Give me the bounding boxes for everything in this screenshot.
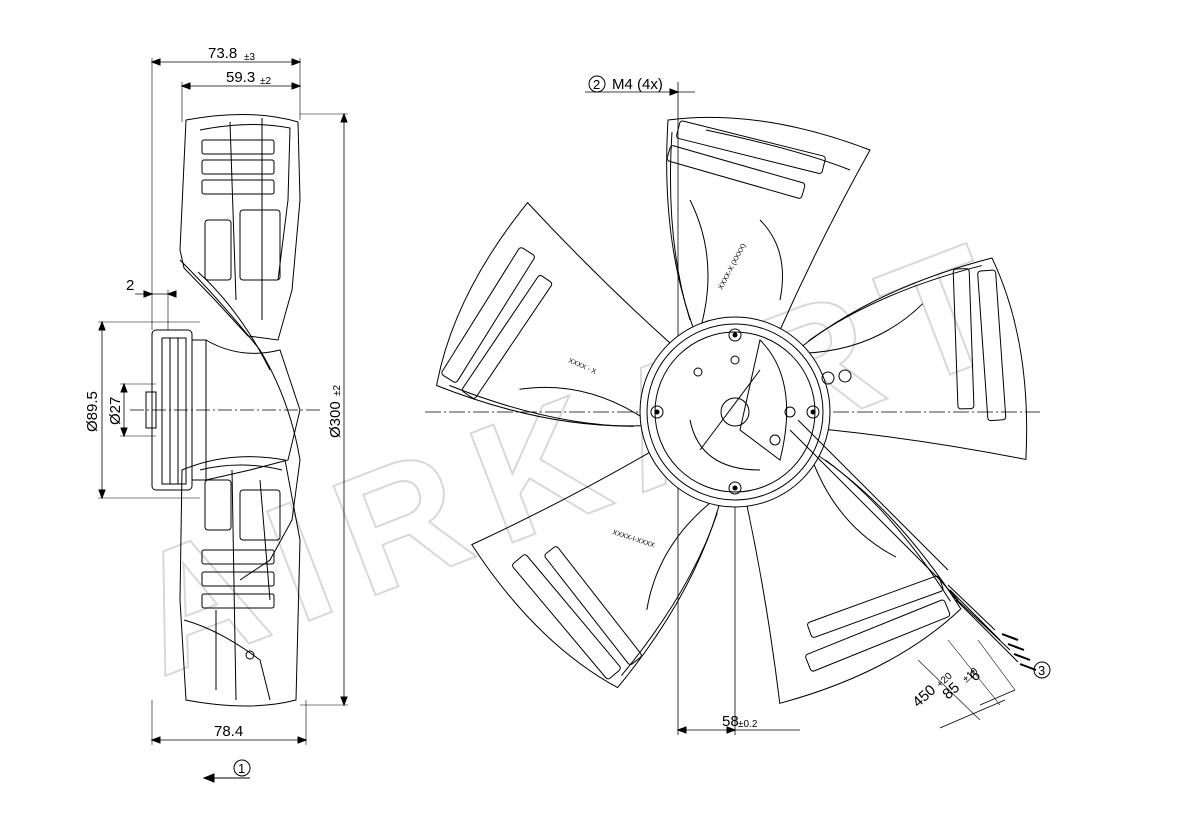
dim-fan-diameter: Ø300 bbox=[327, 401, 344, 438]
dim-width-mid-tol: ±2 bbox=[260, 76, 271, 87]
blade-5 bbox=[436, 201, 672, 427]
airflow-callout-number: 1 bbox=[238, 761, 245, 776]
mounting-holes bbox=[650, 328, 820, 495]
blade-1 bbox=[666, 116, 871, 346]
dim-hub-diameter: Ø89.5 bbox=[84, 391, 101, 432]
blade-3 bbox=[746, 444, 962, 704]
dim-cable-length: 450 bbox=[909, 682, 939, 711]
mount-callout-number: 2 bbox=[593, 77, 600, 92]
dim-width-bottom: 78.4 bbox=[214, 723, 243, 740]
dim-width-mid: 59.3 bbox=[226, 69, 255, 86]
dim-shaft-diameter: Ø27 bbox=[107, 397, 124, 425]
mount-callout-label: M4 (4x) bbox=[612, 76, 663, 93]
lower-blade-outline bbox=[179, 456, 301, 707]
dim-fan-diameter-tol: ±2 bbox=[332, 385, 343, 396]
blade-4 bbox=[471, 451, 725, 689]
side-view-labels: 73.8 ±3 59.3 ±2 2 Ø89.5 Ø27 Ø300 ±2 78.4… bbox=[84, 45, 344, 776]
blade-mark-3: XXXX-X (XXXX) bbox=[718, 243, 748, 291]
dim-hole-spacing-tol: ±0.2 bbox=[738, 719, 758, 730]
blade-2 bbox=[787, 257, 1028, 461]
upper-blade-outline bbox=[179, 113, 301, 341]
cable bbox=[789, 419, 959, 601]
dim-hole-spacing: 58 bbox=[722, 713, 739, 730]
front-view bbox=[425, 75, 1051, 735]
watermark: AIRKART bbox=[106, 199, 1047, 713]
dim-offset: 2 bbox=[126, 277, 134, 294]
dim-width-top: 73.8 bbox=[208, 45, 237, 62]
hub-outer-ring bbox=[639, 316, 831, 508]
dim-width-top-tol: ±3 bbox=[244, 52, 255, 63]
watermark-text: AIRKART bbox=[107, 200, 1046, 712]
side-view bbox=[98, 58, 348, 783]
cable-callout-number: 3 bbox=[1038, 663, 1045, 678]
